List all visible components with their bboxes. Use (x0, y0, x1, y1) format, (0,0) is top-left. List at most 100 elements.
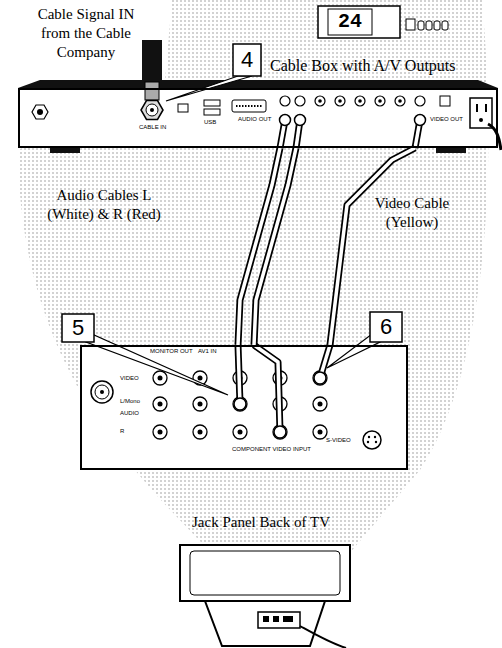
antenna-pin (100, 390, 104, 394)
audio-plug (254, 345, 280, 432)
rca-jack (193, 425, 207, 439)
jack-label: VIDEO (120, 375, 139, 382)
cable-in-pin (150, 108, 154, 112)
outlet-slot (476, 104, 478, 112)
jack-label: AV1 IN (198, 348, 217, 355)
audio-plug (238, 345, 240, 404)
jack-label: S-VIDEO (326, 437, 351, 444)
rca-pin (198, 376, 203, 381)
rca-jack (153, 371, 167, 385)
video-plug-head (314, 372, 326, 384)
audio-plug (254, 345, 280, 432)
audio-plug-head (234, 398, 246, 410)
antenna-connector (91, 381, 113, 403)
rca-pin (318, 99, 322, 103)
display-housing (318, 6, 400, 38)
rca-jack (415, 96, 425, 106)
video-cable (330, 148, 415, 345)
display-window (328, 9, 372, 35)
display-indicator (426, 21, 432, 30)
jack-label: R (120, 428, 124, 435)
tv-jack-panel-small (258, 612, 300, 628)
cable-box-foot (436, 148, 466, 153)
callout-box (62, 314, 94, 342)
audio-cable (254, 148, 296, 345)
rca-jack (315, 96, 325, 106)
s-video-jack (363, 431, 381, 449)
cable-in-connector (146, 104, 158, 116)
cable-box-top (18, 80, 498, 88)
tv-jack-small (283, 616, 293, 622)
rca-jacks (280, 96, 425, 106)
rca-pin (398, 99, 402, 103)
rca-pin (198, 430, 203, 435)
cable-box-foot (50, 148, 80, 153)
audio-plug-head (295, 115, 306, 126)
rca-jack (313, 425, 327, 439)
cable-note: Audio Cables L (White) & R (Red) (40, 186, 168, 224)
callout-box (233, 44, 261, 76)
jack-label: VIDEO OUT (430, 116, 463, 123)
rca-jack (273, 425, 287, 439)
video-cable (330, 148, 415, 345)
callout-pointer (86, 335, 228, 395)
tv-housing (205, 601, 325, 646)
tv-bezel (180, 545, 350, 601)
rca-pin (338, 99, 342, 103)
rca-jack (153, 425, 167, 439)
display-indicator (442, 21, 448, 30)
callout-box (370, 312, 402, 342)
outlet-ground (479, 118, 483, 122)
cable-note: Video Cable (Yellow) (366, 194, 458, 232)
callout-number: 6 (370, 314, 402, 340)
tv-panel-face (80, 345, 408, 470)
audio-plug-head (274, 426, 286, 438)
optical-port (440, 96, 450, 106)
rca-jack (280, 96, 290, 106)
rca-jack (193, 397, 207, 411)
s-video-pin (368, 436, 370, 438)
rca-jack (233, 397, 247, 411)
callout-number: 4 (233, 47, 261, 73)
rca-pin (238, 430, 243, 435)
jack-label: L/Mono (120, 398, 140, 405)
rca-pin (158, 402, 163, 407)
cable-in-connector (141, 101, 163, 120)
audio-cable (254, 148, 296, 345)
display-indicator (434, 21, 440, 30)
rca-pin (318, 402, 323, 407)
ir-port (178, 104, 188, 112)
display-indicator (418, 21, 424, 30)
rca-jack (355, 96, 365, 106)
jack-label: AUDIO OUT (238, 116, 271, 123)
digital-port (232, 100, 266, 112)
rca-jack (295, 96, 305, 106)
display-indicator (406, 19, 415, 30)
rca-jack (313, 397, 327, 411)
rca-pin (358, 99, 362, 103)
rca-pin (378, 99, 382, 103)
audio-plug-head (280, 115, 291, 126)
tv-jack-small (273, 616, 279, 622)
antenna-connector (95, 385, 109, 399)
jack-label: COMPONENT VIDEO INPUT (232, 446, 311, 453)
jack-label: MONITOR OUT (150, 348, 193, 355)
signal-note: Cable Signal IN from the Cable Company (26, 5, 146, 62)
rca-jack (395, 96, 405, 106)
incoming-cable (142, 40, 162, 84)
s-video-pin (375, 441, 377, 443)
rca-jack (375, 96, 385, 106)
node-heading: Jack Panel Back of TV (192, 513, 330, 532)
node-heading: Cable Box with A/V Outputs (270, 56, 456, 75)
usb-port (204, 109, 220, 115)
s-video-pin (374, 436, 376, 438)
video-plug-head (415, 115, 426, 126)
rf-pin (37, 109, 43, 115)
rca-jack (233, 425, 247, 439)
jack-label: USB (204, 119, 216, 126)
jack-label: CABLE IN (139, 124, 166, 131)
tv-bezel-inner (190, 551, 340, 595)
rca-pin (198, 402, 203, 407)
outlet-slot (485, 104, 487, 112)
